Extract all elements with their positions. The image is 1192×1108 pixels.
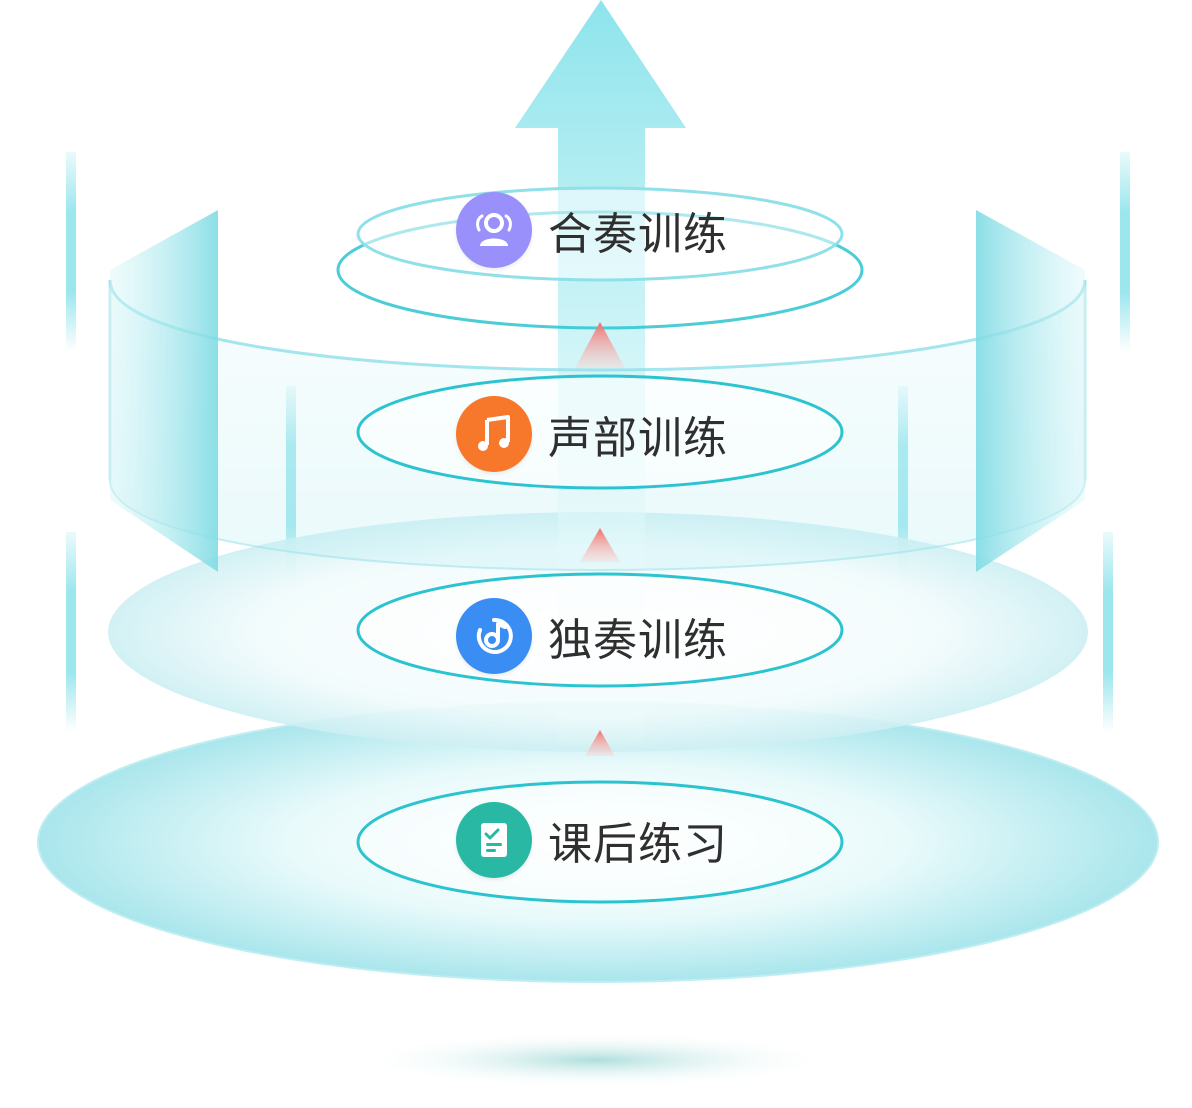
level-label: 合奏训练: [548, 209, 728, 260]
up-triangle: [575, 322, 625, 368]
up-triangle: [580, 528, 620, 562]
light-pillar: [66, 152, 76, 352]
level-label: 课后练习: [548, 819, 728, 870]
light-pillar: [66, 532, 76, 732]
ensemble-people-icon: [456, 192, 532, 268]
level-label: 独奏训练: [548, 615, 728, 666]
up-triangle: [585, 730, 615, 756]
level-ensemble-training: 合奏训练: [456, 190, 728, 270]
level-label: 声部训练: [548, 413, 728, 464]
glass-panel-right: [976, 210, 1085, 572]
level-solo-training: 独奏训练: [456, 596, 728, 676]
floor-shadow: [356, 1032, 836, 1088]
music-note-icon: [456, 396, 532, 472]
level-after-class-practice: 课后练习: [456, 800, 728, 880]
solo-music-icon: [456, 598, 532, 674]
light-pillar: [1103, 532, 1113, 732]
checklist-icon: [456, 802, 532, 878]
light-pillar: [1120, 152, 1130, 352]
glass-panel-left: [110, 210, 218, 572]
level-voice-part-training: 声部训练: [456, 394, 728, 474]
